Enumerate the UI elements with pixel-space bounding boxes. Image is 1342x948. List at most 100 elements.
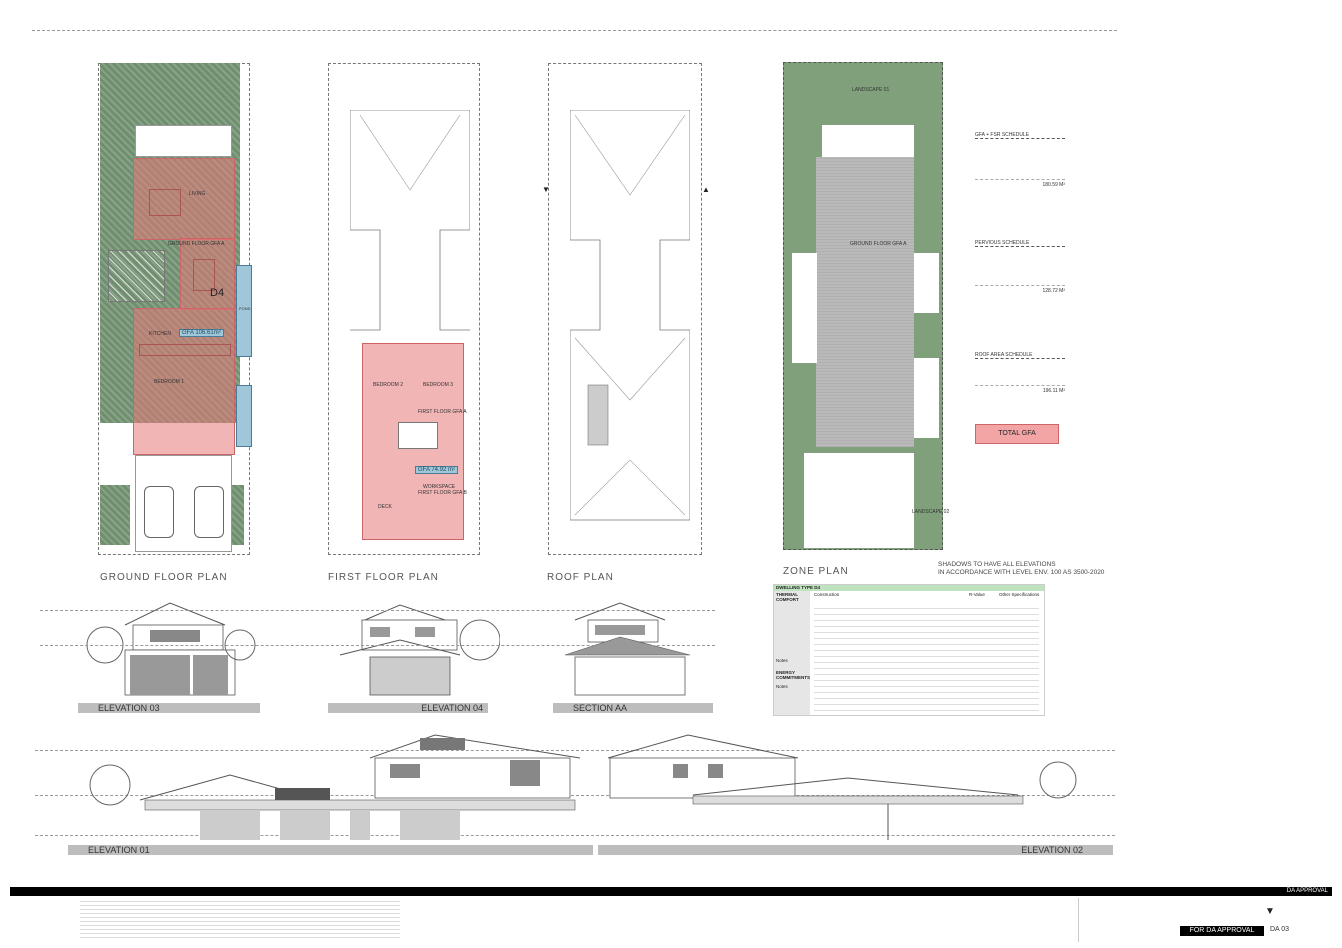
bedroom2-label: BEDROOM 2 [373,382,404,388]
zone-gfa-area: GROUND FLOOR GFA A [816,157,914,447]
roof-area-schedule: ROOF AREA SCHEDULE 196.11 m² [975,352,1065,394]
bedroom3-label: BEDROOM 3 [423,382,454,388]
gfa-fsr-schedule: GFA + FSR SCHEDULE 180.59 m² [975,132,1065,188]
basix-energy: ENERGY COMMITMENTS [776,670,810,680]
first-floor-gfa-label: FIRST FLOOR GFA A [418,409,467,415]
pond-label: POND [239,306,251,311]
site-boundary [548,63,702,555]
gfa-fsr-schedule-title: GFA + FSR SCHEDULE [975,132,1065,139]
paved-area [135,125,232,157]
pervious-schedule: PERVIOUS SCHEDULE 128.72 m² [975,240,1065,294]
deck-label: DECK [378,504,392,510]
basix-col1: Construction [814,592,840,597]
unit-label: D4 [210,287,225,299]
kitchen-label: KITCHEN [149,331,171,337]
elevation-03-label: ELEVATION 03 [78,703,260,713]
elevation-03-drawing [86,602,256,696]
basix-side-column [774,591,810,715]
level-line [35,795,1115,796]
basix-thermal: THERMAL COMFORT [776,592,799,602]
pervious-schedule-title: PERVIOUS SCHEDULE [975,240,1065,247]
bedroom-label: BEDROOM 1 [154,379,185,385]
first-floor-plan-title: FIRST FLOOR PLAN [328,572,439,583]
title-block-notes [80,900,400,938]
level-line [35,750,1115,751]
sheet-number: DA 03 [1270,926,1290,933]
dining-table-icon [193,259,215,291]
ground-floor-plan-title: GROUND FLOOR PLAN [100,572,228,583]
top-border-line [32,30,1117,31]
shadow-note: SHADOWS TO HAVE ALL ELEVATIONS IN ACCORD… [938,561,1104,577]
car-icon [194,486,224,538]
first-gfa-badge: GFA 74.92 m² [415,466,459,474]
divider [1078,898,1079,942]
note-line-2: IN ACCORDANCE WITH LEVEL ENV. 100 AS 350… [938,569,1105,576]
landscape-side [232,485,244,545]
void [398,422,438,449]
elevation-02-drawing [607,734,1077,840]
zone-white [822,125,914,157]
car-icon [144,486,174,538]
workspace-label: WORKSPACE [423,484,456,490]
first-floor-block: BEDROOM 2 BEDROOM 3 FIRST FLOOR GFA A GF… [362,343,467,540]
section-marker-left: ▼ [542,185,550,194]
level-line [40,645,715,646]
status-text: DA APPROVAL [1286,888,1328,894]
elevation-04-drawing [339,604,500,696]
ground-floor-plan: LIVING GROUND FLOOR GFA A D4 KITCHEN GFA… [40,55,280,585]
roof-total: 196.11 m² [1042,388,1065,394]
zone-white [804,453,914,548]
roof-outline [570,110,690,521]
north-arrow-icon: ▼ [1265,906,1275,917]
site-boundary [328,63,480,555]
basix-notes-2: Notes [776,684,788,689]
zone-gfa-label: GROUND FLOOR GFA A [850,241,907,247]
approval-stamp: FOR DA APPROVAL [1180,926,1264,936]
gfa-total: 180.59 m² [1042,182,1065,188]
first-floor-plan: BEDROOM 2 BEDROOM 3 FIRST FLOOR GFA A GF… [300,55,500,575]
kitchen-bedroom-block: KITCHEN GFA 106.61m² BEDROOM 1 [133,308,235,455]
zone-white [914,358,939,438]
basix-header: DWELLING TYPE D4 [774,585,1044,591]
first-floor-gfa-b-label: FIRST FLOOR GFA B [418,490,467,496]
roof-area-schedule-title: ROOF AREA SCHEDULE [975,352,1065,359]
elevation-01-label: ELEVATION 01 [68,845,593,855]
basix-table: DWELLING TYPE D4 THERMAL COMFORT Constru… [773,584,1045,716]
pervious-total: 128.72 m² [1042,288,1065,294]
pergola [108,250,165,302]
basix-col2: R-Value [969,592,985,597]
zone-plan: LANDSCAPE 01 GROUND FLOOR GFA A LANDSCAP… [783,62,949,550]
level-line [40,610,715,611]
ground-gfa-badge: GFA 106.61m² [179,329,224,337]
level-line [35,835,1115,836]
living-room: LIVING [133,158,235,240]
pond: POND [236,265,252,357]
dining-area [180,238,235,310]
basix-rows [814,603,1039,711]
roof-below-outline [350,110,470,331]
carport [135,455,232,552]
landscape1-label: LANDSCAPE 01 [852,87,890,93]
landscape-front [100,485,130,545]
ground-floor-gfa-label: GROUND FLOOR GFA A [168,241,225,247]
elevation-04-label: ELEVATION 04 [328,703,488,713]
living-label: LIVING [189,191,206,197]
total-gfa-legend: TOTAL GFA [975,424,1059,444]
pond-lower [236,385,252,447]
section-aa-drawing [564,602,691,696]
elevation-02-label: ELEVATION 02 [598,845,1113,855]
basix-notes: Notes [776,658,788,663]
roof-plan: ▼ ▲ [520,55,730,575]
title-block: FOR DA APPROVAL DA 03 ▼ [10,898,1332,942]
title-block-bar: DA APPROVAL [10,887,1332,896]
sofa-icon [149,189,181,216]
landscape2-label: LANDSCAPE 02 [912,509,950,515]
section-marker-right: ▲ [702,185,710,194]
note-line-1: SHADOWS TO HAVE ALL ELEVATIONS [938,561,1056,568]
zone-white [792,253,817,363]
zone-white [914,253,939,313]
zone-plan-title: ZONE PLAN [783,566,849,577]
section-aa-label: SECTION AA [553,703,713,713]
elevation-01-drawing [89,734,581,840]
roof-plan-title: ROOF PLAN [547,572,614,583]
